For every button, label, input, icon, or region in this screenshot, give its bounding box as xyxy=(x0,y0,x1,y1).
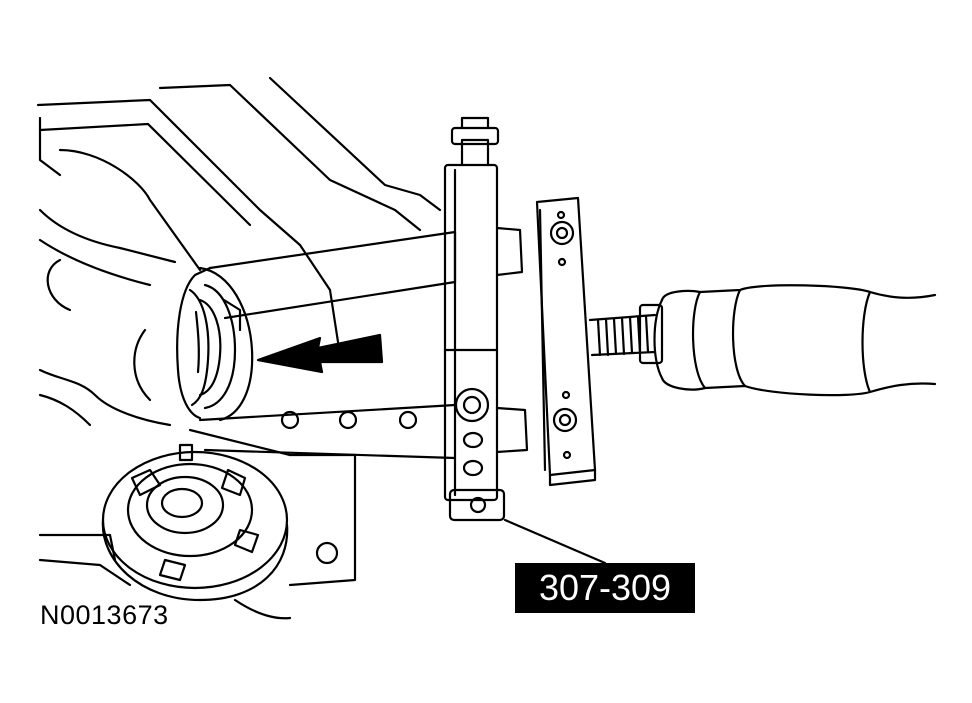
removed-bushing xyxy=(101,443,289,602)
tool-number-label: 307-309 xyxy=(515,563,695,613)
direction-arrow xyxy=(256,333,384,374)
threaded-rod xyxy=(588,303,664,365)
figure-id-label: N0013673 xyxy=(40,600,169,630)
callout-leader-line xyxy=(503,518,607,565)
bushing-housing xyxy=(176,266,254,422)
vehicle-body-panel xyxy=(36,76,442,620)
ratchet-handle xyxy=(653,284,937,397)
bushing-installer-tool xyxy=(198,116,597,522)
